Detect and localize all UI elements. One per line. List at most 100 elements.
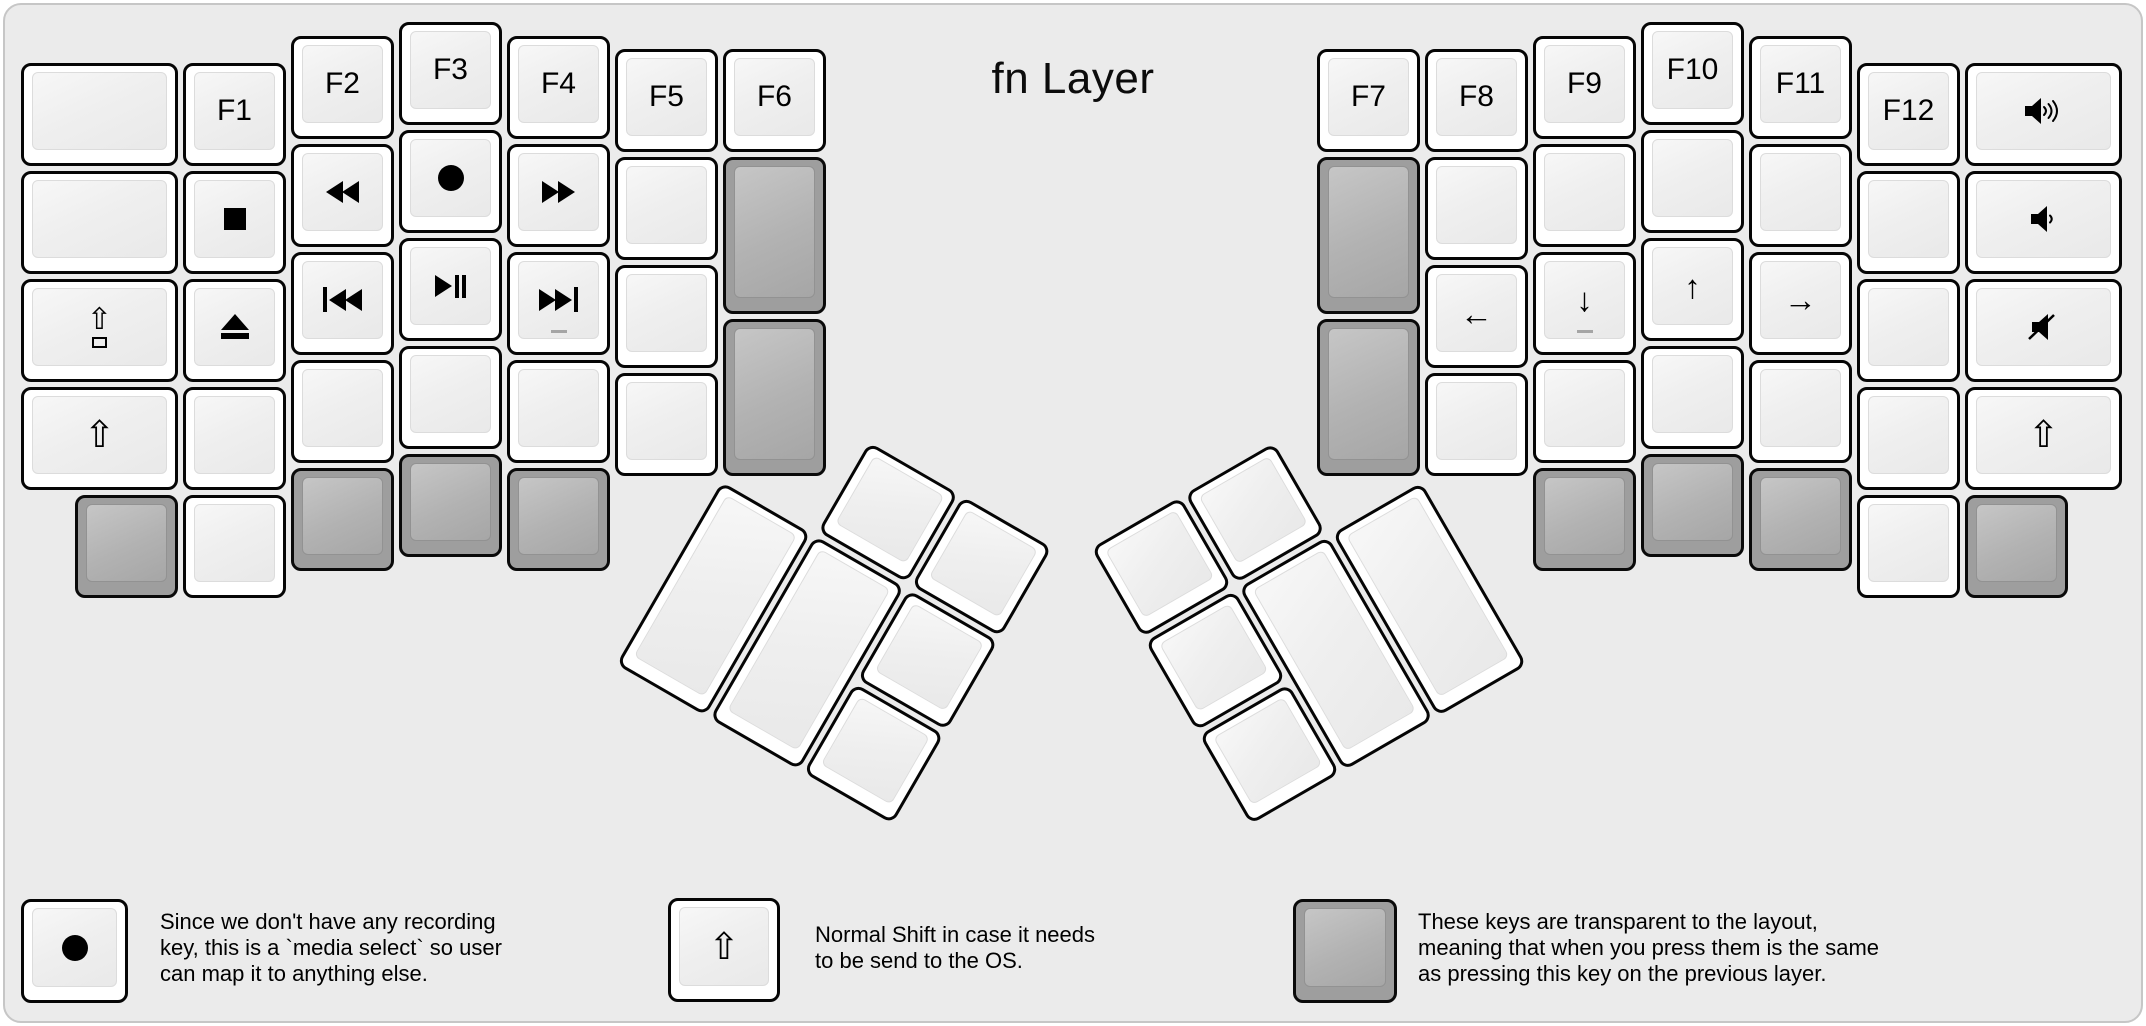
key-blank-l-f2[interactable] <box>615 157 718 260</box>
key-transparent-r-bottom-4[interactable] <box>1965 494 2068 598</box>
keycap-top <box>1544 152 1625 231</box>
key-f10[interactable]: F10 <box>1641 22 1744 125</box>
key-f5[interactable]: F5 <box>615 49 718 152</box>
keycap-top <box>194 287 275 366</box>
key-label: F1 <box>216 93 252 127</box>
record-icon <box>437 165 464 191</box>
key-blank-l-b4[interactable] <box>183 386 286 490</box>
keycap-top <box>1760 368 1841 447</box>
keycap-top <box>1868 395 1949 474</box>
key-blank-r-bottom-white[interactable] <box>1857 494 1960 598</box>
key-blank-r-j2[interactable] <box>1533 143 1636 247</box>
key-blank-r-l2[interactable] <box>1749 143 1852 247</box>
key-transparent-r-bottom-2[interactable] <box>1641 454 1744 557</box>
key-blank-r-j4[interactable] <box>1533 359 1636 463</box>
key-f7[interactable]: F7 <box>1317 49 1420 152</box>
key-arrow-right[interactable]: → <box>1749 251 1852 355</box>
key-transparent-l-inner-2[interactable] <box>723 319 826 476</box>
key-blank-r-i4[interactable] <box>1425 373 1528 476</box>
key-eject[interactable] <box>183 278 286 382</box>
key-shift-right[interactable]: ⇧ <box>1965 386 2122 490</box>
key-f8[interactable]: F8 <box>1425 49 1528 152</box>
key-transparent-l-inner-1[interactable] <box>723 157 826 314</box>
key-transparent-r-bottom-1[interactable] <box>1533 467 1636 571</box>
arrow-left-icon: ← <box>1460 294 1493 332</box>
key-transparent-r-inner-1[interactable] <box>1317 157 1420 314</box>
key-transparent-r-inner-2[interactable] <box>1317 319 1420 476</box>
keycap-top <box>518 368 599 447</box>
keycap-top <box>734 166 815 298</box>
keycap-top <box>32 71 167 150</box>
keycap-top <box>1868 287 1949 366</box>
key-blank-l-outer-1[interactable] <box>21 62 178 166</box>
keycap-top <box>302 368 383 447</box>
key-rewind[interactable] <box>291 143 394 247</box>
key-transparent-l-bottom-1[interactable] <box>75 494 178 598</box>
key-blank-l-f4[interactable] <box>615 373 718 476</box>
key-blank-r-i2[interactable] <box>1425 157 1528 260</box>
key-blank-l-bottom-white[interactable] <box>183 494 286 598</box>
key-blank-r-l4[interactable] <box>1749 359 1852 463</box>
key-record[interactable] <box>399 130 502 233</box>
arrow-down-icon: ↓ <box>1576 281 1593 318</box>
key-caps-lock[interactable]: ⇧ <box>21 278 178 382</box>
keycap-top: F2 <box>302 44 383 123</box>
key-blank-l-c4[interactable] <box>291 359 394 463</box>
key-blank-l-f3[interactable] <box>615 265 718 368</box>
key-blank-l-d4[interactable] <box>399 346 502 449</box>
arrow-right-icon: → <box>1784 281 1817 318</box>
volume-up-icon <box>2024 97 2058 124</box>
keycap-top <box>410 139 491 217</box>
key-arrow-left[interactable]: ← <box>1425 265 1528 368</box>
key-blank-r-k2[interactable] <box>1641 130 1744 233</box>
legend-transparent-sample-key <box>1293 899 1397 1003</box>
keycap-top <box>302 476 383 555</box>
key-f11[interactable]: F11 <box>1749 35 1852 139</box>
keycap-top <box>1652 355 1733 433</box>
key-stop[interactable] <box>183 170 286 274</box>
key-f3[interactable]: F3 <box>399 22 502 125</box>
key-blank-l-e4[interactable] <box>507 359 610 463</box>
keycap-top <box>1868 179 1949 258</box>
key-transparent-l-bottom-4[interactable] <box>507 467 610 571</box>
key-play-pause[interactable] <box>399 238 502 341</box>
key-transparent-r-bottom-3[interactable] <box>1749 467 1852 571</box>
key-transparent-l-bottom-2[interactable] <box>291 467 394 571</box>
key-f6[interactable]: F6 <box>723 49 826 152</box>
keycap-top: ← <box>1436 274 1517 352</box>
key-arrow-down[interactable]: ↓ <box>1533 251 1636 355</box>
key-blank-r-m3[interactable] <box>1857 278 1960 382</box>
key-next-track[interactable] <box>507 251 610 355</box>
key-blank-l-outer-2[interactable] <box>21 170 178 274</box>
key-volume-down[interactable] <box>1965 170 2122 274</box>
key-label: F12 <box>1882 93 1935 127</box>
key-blank-r-m2[interactable] <box>1857 170 1960 274</box>
page-title: fn Layer <box>991 54 1155 103</box>
key-blank-r-k4[interactable] <box>1641 346 1744 449</box>
key-f2[interactable]: F2 <box>291 35 394 139</box>
key-f12[interactable]: F12 <box>1857 62 1960 166</box>
keycap-top: F6 <box>734 58 815 136</box>
legend-record-caption: Since we don't have any recording key, t… <box>160 909 502 986</box>
keycap-top <box>1760 476 1841 555</box>
keycap-top <box>1652 139 1733 217</box>
key-blank-r-m4[interactable] <box>1857 386 1960 490</box>
key-volume-up[interactable] <box>1965 62 2122 166</box>
keycap-top <box>32 908 117 987</box>
key-f4[interactable]: F4 <box>507 35 610 139</box>
keycap-top: F4 <box>518 44 599 123</box>
keycap-top: F1 <box>194 71 275 150</box>
key-f1[interactable]: F1 <box>183 62 286 166</box>
key-transparent-l-bottom-3[interactable] <box>399 454 502 557</box>
key-previous-track[interactable] <box>291 251 394 355</box>
key-shift-left[interactable]: ⇧ <box>21 386 178 490</box>
key-f9[interactable]: F9 <box>1533 35 1636 139</box>
key-fast-forward[interactable] <box>507 143 610 247</box>
key-arrow-up[interactable]: ↑ <box>1641 238 1744 341</box>
shift-icon: ⇧ <box>83 414 115 455</box>
keycap-top <box>1436 382 1517 460</box>
key-mute[interactable] <box>1965 278 2122 382</box>
keycap-top <box>194 395 275 474</box>
shift-icon: ⇧ <box>708 926 740 967</box>
legend-record-sample-key <box>21 899 128 1003</box>
